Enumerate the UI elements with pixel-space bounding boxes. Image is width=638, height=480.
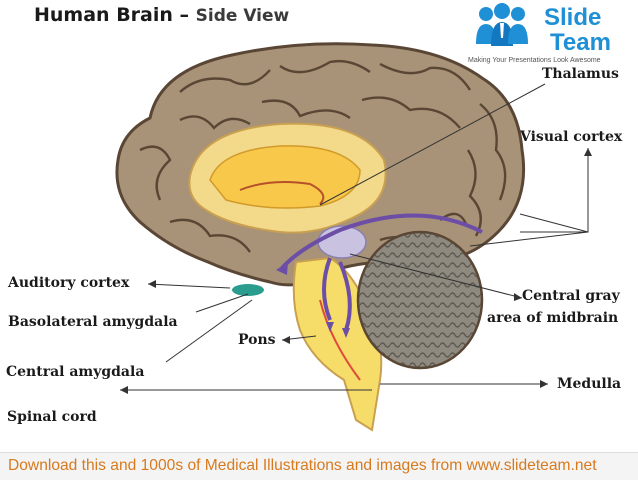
title-sub: Side View: [195, 6, 290, 26]
label-central-amygdala: Central amygdala: [6, 364, 145, 380]
logo-line2: Team: [550, 29, 611, 56]
cerebellum: [356, 230, 484, 370]
label-basolateral-amygdala: Basolateral amygdala: [8, 314, 178, 330]
footer-banner: Download this and 1000s of Medical Illus…: [0, 452, 638, 480]
label-central-gray-line2: area of midbrain: [487, 310, 619, 326]
leader-arrowheads: [120, 148, 592, 394]
label-central-gray-line1: Central gray: [522, 288, 620, 304]
label-medulla: Medulla: [557, 376, 622, 392]
slideteam-logo: Slide Team Making Your Presentations Loo…: [462, 0, 638, 66]
amygdala-shape: [232, 284, 264, 296]
logo-tagline: Making Your Presentations Look Awesome: [468, 57, 601, 64]
label-auditory-cortex: Auditory cortex: [8, 275, 130, 291]
footer-text: Download this and 1000s of Medical Illus…: [8, 457, 597, 474]
title-main: Human Brain –: [34, 4, 190, 26]
label-spinal-cord: Spinal cord: [7, 409, 97, 425]
people-icon: [476, 3, 528, 46]
page-title: Human Brain – Side View: [34, 4, 289, 26]
leader-lines: [120, 83, 589, 391]
label-visual-cortex: Visual cortex: [520, 129, 623, 145]
label-thalamus: Thalamus: [542, 66, 619, 82]
label-pons: Pons: [238, 332, 276, 348]
neural-pathways: [280, 213, 483, 331]
logo-line1: Slide: [544, 4, 601, 31]
